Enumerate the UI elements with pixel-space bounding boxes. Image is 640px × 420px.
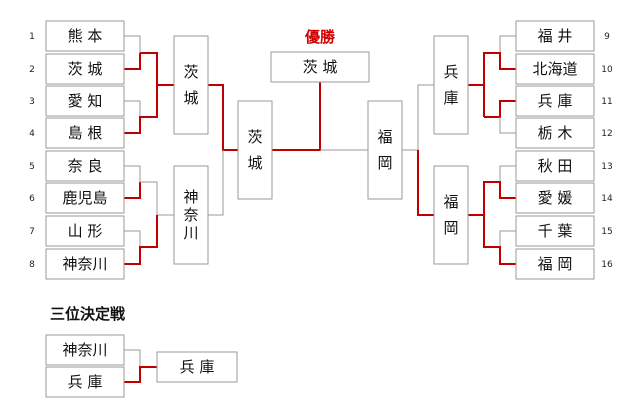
line-final-left (272, 82, 321, 151)
left-semifinal-box-1 (173, 35, 209, 135)
line-8 (124, 215, 158, 265)
team-name-left-8: 神奈川 (62, 255, 107, 273)
left-finalist-box (237, 100, 273, 200)
team-name-left-1: 熊 本 (68, 27, 103, 45)
bracket-labels: 優勝 三位決定戦 熊 本 1 茨 城 2 愛 知 3 島 根 4 奈 良 5 鹿児島 6 山 形 7 神奈川… (29, 27, 613, 391)
team-box-right-2 (515, 53, 595, 85)
team-box-left-4 (45, 117, 125, 149)
seed-number-6: 6 (29, 194, 35, 204)
champion-title: 優勝 (304, 28, 336, 46)
line-1v2 (140, 52, 174, 86)
seed-number-8: 8 (29, 260, 35, 270)
team-name-left-2: 茨 城 (68, 60, 103, 78)
right-semifinal-name-1: 兵庫 (443, 63, 458, 107)
line-1 (124, 35, 157, 54)
line-right-semi-2 (417, 150, 434, 216)
team-box-left-3 (45, 85, 125, 117)
team-box-right-5 (515, 150, 595, 182)
team-box-left-7 (45, 215, 125, 247)
third-place-winner-box (156, 351, 238, 383)
seed-number-10: 10 (601, 65, 613, 75)
line-third-1 (124, 349, 157, 368)
third-place-box-2 (45, 366, 125, 398)
line-16 (483, 215, 516, 265)
right-semifinal-box-1 (433, 35, 469, 135)
third-place-team-1: 神奈川 (62, 341, 107, 359)
line-12 (499, 117, 516, 134)
third-place-winner-name: 兵 庫 (180, 358, 215, 376)
team-box-left-5 (45, 150, 125, 182)
team-name-right-8: 福 岡 (538, 255, 573, 273)
team-name-right-7: 千 葉 (538, 222, 573, 240)
line-14 (468, 181, 516, 216)
team-name-right-4: 栃 木 (538, 124, 573, 142)
line-left-semi-1 (208, 84, 238, 151)
team-name-left-6: 鹿児島 (62, 189, 107, 207)
bracket-lines (124, 35, 516, 383)
team-name-right-6: 愛 媛 (538, 189, 573, 207)
team-box-right-8 (515, 248, 595, 280)
line-6 (124, 182, 141, 199)
line-13 (484, 165, 516, 183)
team-box-right-4 (515, 117, 595, 149)
bracket-boxes (45, 20, 595, 398)
third-place-box-1 (45, 334, 125, 366)
seed-number-4: 4 (29, 129, 35, 139)
line-left-semi-2 (208, 150, 224, 216)
line-5v6 (140, 181, 174, 216)
team-box-right-1 (515, 20, 595, 52)
line-15 (484, 230, 516, 248)
team-box-left-1 (45, 20, 125, 52)
line-9 (484, 35, 516, 54)
team-box-left-6 (45, 182, 125, 214)
seed-number-1: 1 (29, 32, 35, 42)
line-2 (124, 53, 141, 70)
team-name-right-3: 兵 庫 (538, 92, 573, 110)
line-7 (124, 230, 157, 248)
right-finalist-box (367, 100, 403, 200)
left-finalist-name: 茨城 (247, 128, 262, 172)
seed-number-15: 15 (601, 227, 612, 237)
team-name-left-3: 愛 知 (68, 92, 103, 110)
seed-number-2: 2 (29, 65, 35, 75)
team-box-right-3 (515, 85, 595, 117)
team-box-left-2 (45, 53, 125, 85)
seed-number-16: 16 (601, 260, 613, 270)
right-semifinal-name-2: 福岡 (443, 193, 458, 237)
team-name-left-4: 島 根 (68, 124, 103, 142)
seed-number-11: 11 (601, 97, 612, 107)
line-10 (468, 52, 516, 86)
team-box-right-6 (515, 182, 595, 214)
team-name-right-1: 福 井 (538, 27, 573, 45)
right-finalist-name: 福岡 (377, 128, 392, 172)
team-box-left-8 (45, 248, 125, 280)
seed-number-3: 3 (29, 97, 35, 107)
line-third-2 (124, 366, 157, 383)
champion-box (270, 51, 370, 83)
left-semifinal-box-2 (173, 165, 209, 265)
line-right-semi-1 (402, 84, 434, 151)
seed-number-5: 5 (29, 162, 35, 172)
team-name-right-5: 秋 田 (538, 157, 573, 175)
left-semifinal-name-2: 神奈川 (183, 188, 198, 242)
seed-number-7: 7 (29, 227, 35, 237)
right-semifinal-box-2 (433, 165, 469, 265)
line-11 (484, 100, 516, 118)
seed-number-13: 13 (601, 162, 612, 172)
champion-name: 茨 城 (303, 58, 338, 76)
team-box-right-7 (515, 215, 595, 247)
third-place-title: 三位決定戦 (50, 305, 126, 323)
team-name-left-5: 奈 良 (68, 157, 103, 175)
third-place-team-2: 兵 庫 (68, 373, 103, 391)
seed-number-9: 9 (604, 32, 610, 42)
line-3 (124, 100, 157, 118)
team-name-left-7: 山 形 (68, 222, 103, 240)
seed-number-12: 12 (601, 129, 612, 139)
left-semifinal-name-1: 茨城 (183, 63, 198, 107)
seed-number-14: 14 (601, 194, 613, 204)
team-name-right-2: 北海道 (532, 60, 577, 78)
line-5 (124, 165, 157, 183)
line-4 (124, 85, 158, 134)
